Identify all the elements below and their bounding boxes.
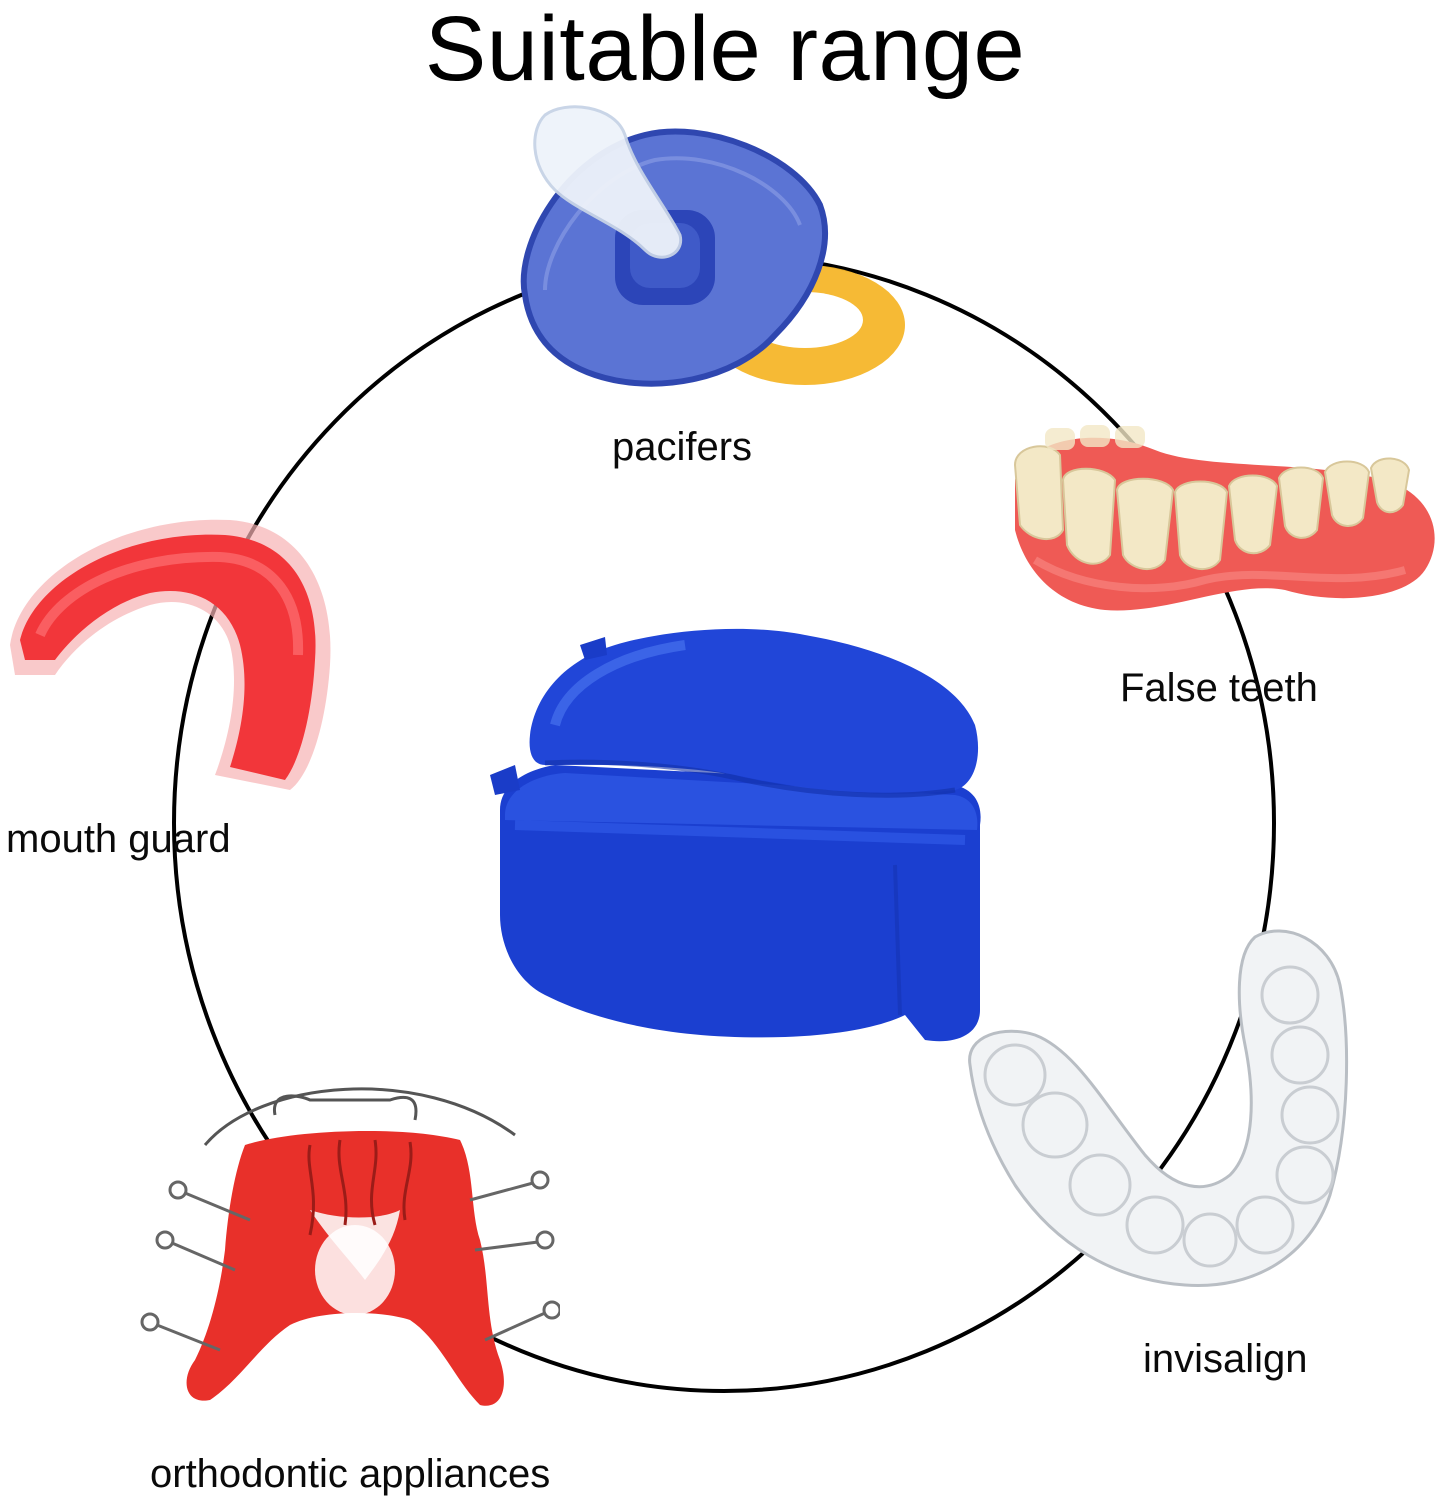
item-label-orthodontic-appliances: orthodontic appliances [150, 1452, 551, 1496]
false-teeth-image [1013, 425, 1435, 611]
item-label-mouth-guard: mouth guard [6, 817, 231, 861]
item-label-invisalign: invisalign [1143, 1337, 1308, 1381]
mouth-guard-image [10, 519, 331, 790]
item-label-pacifiers: pacifers [612, 425, 753, 469]
page-title: Suitable range [424, 0, 1026, 100]
denture-box-image [490, 628, 981, 1042]
invisalign-image [968, 929, 1349, 1287]
orthodontic-appliance-image [140, 1087, 560, 1406]
item-label-false-teeth: False teeth [1120, 666, 1318, 710]
pacifier-image [520, 105, 905, 387]
